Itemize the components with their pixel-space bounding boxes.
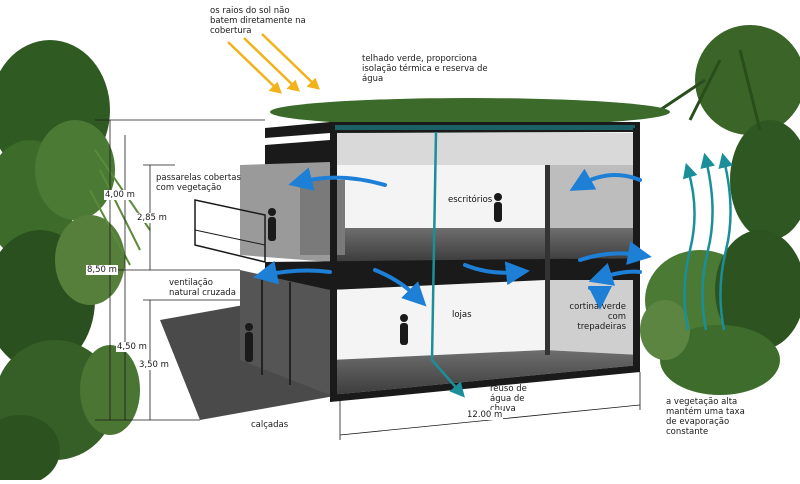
ground-floor-clear-dimension: 3,50 m <box>138 360 170 370</box>
upper-floor-height-dimension: 4,00 m <box>104 190 136 200</box>
airflow-arrows <box>253 167 652 310</box>
rainwater-line <box>430 131 465 398</box>
people-figures <box>245 193 502 362</box>
shops-label: lojas <box>452 310 472 320</box>
rainwater-reuse-label: reuso de água de chuva <box>490 384 527 414</box>
sun-rays <box>227 33 320 94</box>
ground-floor-height-dimension: 4,50 m <box>116 342 148 352</box>
building-width-dimension: 12.00 m <box>466 410 504 420</box>
offices-label: escritórios <box>448 195 493 205</box>
cross-ventilation-label: ventilação natural cruzada <box>169 278 236 298</box>
walkways-label: passarelas cobertas com vegetação <box>156 173 241 193</box>
right-vegetation <box>640 25 800 395</box>
evaporation-arrows <box>682 152 734 331</box>
green-roof-vegetation <box>270 98 670 126</box>
left-vegetation <box>0 40 151 484</box>
walkway-height-dimension: 2,85 m <box>136 213 168 223</box>
sidewalks-label: calçadas <box>251 420 289 430</box>
green-curtain-label: cortina verde com trepadeiras <box>569 302 626 332</box>
tall-vegetation-label: a vegetação alta mantém uma taxa de evap… <box>666 397 745 437</box>
total-height-dimension: 8,50 m <box>86 265 118 275</box>
building <box>194 98 670 402</box>
sun-rays-label: os raios do sol não batem diretamente na… <box>210 6 306 36</box>
green-roof-label: telhado verde, proporciona isolação térm… <box>362 54 488 84</box>
